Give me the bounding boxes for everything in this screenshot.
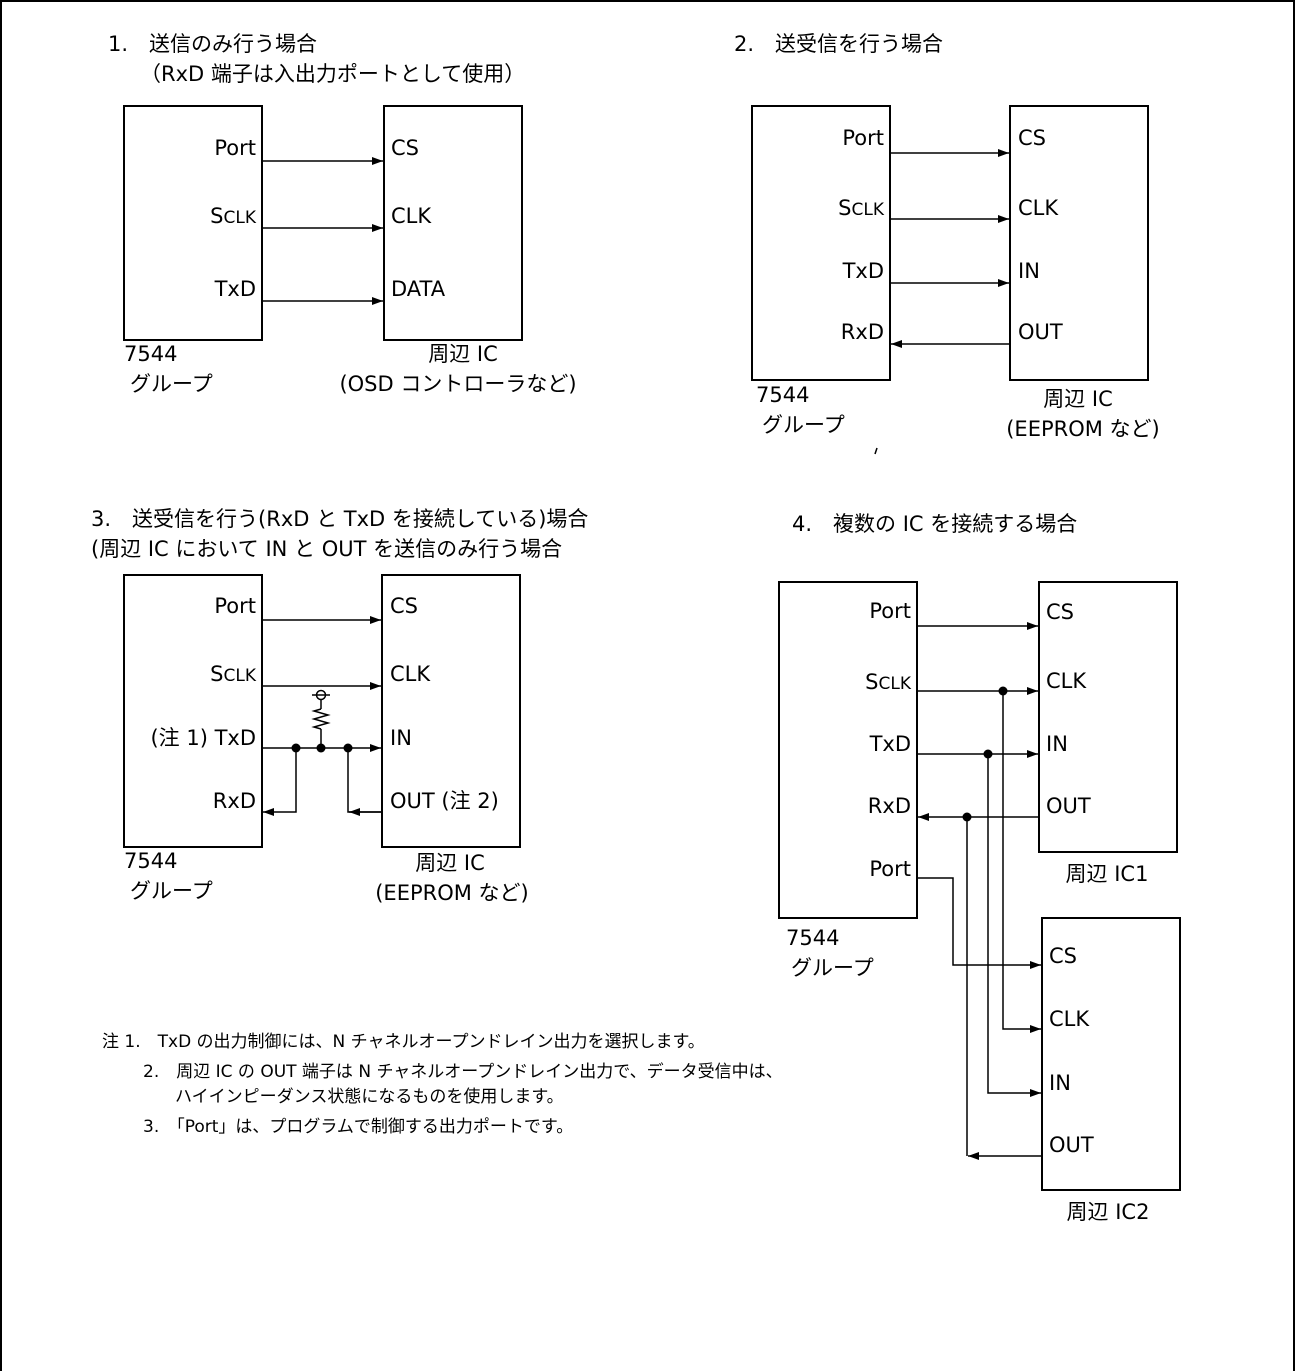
pin-label-sclk-sub: CLK — [224, 666, 257, 686]
diagram-2-heading: 2. 送受信を行う場合 — [734, 32, 943, 56]
wire-bus-out — [347, 748, 382, 813]
mcu-block — [751, 105, 891, 381]
pin-label-sclk-s: S — [210, 204, 223, 228]
ic1-name: 周辺 IC1 — [1066, 862, 1149, 886]
pin-label-sclk-sub: CLK — [224, 208, 257, 228]
junction-dot — [998, 686, 1008, 696]
note-3: 3. 「Port」は、プログラムで制御する出力ポートです。 — [143, 1117, 573, 1137]
mcu-name-line2: グループ — [791, 956, 874, 980]
wire-port2-cs2 — [917, 877, 1041, 969]
ic2-pin-clk: CLK — [1049, 1007, 1090, 1031]
notes: 注 1. TxD の出力制御には、N チャネルオープンドレイン出力を選択します。… — [102, 1032, 783, 1137]
diagram-3-subheading: (周辺 IC において IN と OUT を送信のみ行う場合 — [91, 537, 562, 561]
ic-name-line2: (OSD コントローラなど) — [339, 372, 576, 396]
ic-name-line2: (EEPROM など) — [1006, 417, 1160, 441]
pin-label-port: Port — [842, 126, 884, 150]
ic1-pin-cs: CS — [1046, 600, 1074, 624]
resistor-zigzag — [311, 708, 331, 730]
ic1-pin-in: IN — [1046, 732, 1068, 756]
ic-name-line1: 周辺 IC — [428, 342, 498, 366]
diagram-4-heading: 4. 複数の IC を接続する場合 — [792, 512, 1077, 536]
pin-label-sclk: SCLK — [210, 662, 257, 686]
ic-name-line2: (EEPROM など) — [375, 881, 529, 905]
pin-label-sclk-sub: CLK — [852, 200, 885, 220]
pin-label-port: Port — [214, 136, 256, 160]
pin-label-port: Port — [214, 594, 256, 618]
pin-label-sclk-s: S — [210, 662, 223, 686]
mcu-name-line1: 7544 — [786, 926, 839, 950]
pin-label-sclk: SCLK — [865, 670, 912, 694]
pin-label-txd: TxD — [869, 732, 911, 756]
pin-label-clk: CLK — [391, 204, 432, 228]
pin-label-out: OUT (注 2) — [390, 789, 499, 813]
ic2-pin-in: IN — [1049, 1071, 1071, 1095]
diagram-1-subheading: （RxD 端子は入出力ポートとして使用） — [140, 62, 525, 86]
pin-label-sclk-s: S — [865, 670, 878, 694]
mcu-name-line2: グループ — [130, 372, 213, 396]
wire-sclk-clk2 — [1002, 691, 1041, 1033]
junction-dot — [343, 743, 353, 753]
diagram-1-heading: 1. 送信のみ行う場合 — [108, 32, 317, 56]
pin-label-rxd: RxD — [841, 320, 884, 344]
pin-label-cs: CS — [1018, 126, 1046, 150]
stray-tick — [874, 447, 878, 455]
pin-label-clk: CLK — [390, 662, 431, 686]
pin-label-txd: (注 1) TxD — [150, 726, 256, 750]
pin-label-port2: Port — [869, 857, 911, 881]
mcu-name-line2: グループ — [130, 879, 213, 903]
note-1: 注 1. TxD の出力制御には、N チャネルオープンドレイン出力を選択します。 — [102, 1032, 705, 1052]
mcu-block — [123, 574, 263, 848]
peripheral-ic-block — [381, 574, 521, 848]
peripheral-ic-block — [383, 105, 523, 341]
pin-label-sclk-s: S — [838, 196, 851, 220]
note-2: 2. 周辺 IC の OUT 端子は N チャネルオープンドレイン出力で、データ… — [143, 1061, 783, 1082]
mcu-name-line1: 7544 — [124, 849, 177, 873]
ic2-pin-cs: CS — [1049, 944, 1077, 968]
pin-label-txd: TxD — [842, 259, 884, 283]
mcu-name-line1: 7544 — [756, 383, 809, 407]
pin-label-data: DATA — [391, 277, 446, 301]
ic2-name: 周辺 IC2 — [1067, 1200, 1150, 1224]
pin-label-in: IN — [1018, 259, 1040, 283]
pin-label-sclk: SCLK — [838, 196, 885, 220]
pin-label-out: OUT — [1018, 320, 1063, 344]
pin-label-sclk: SCLK — [210, 204, 257, 228]
pin-label-txd: TxD — [214, 277, 256, 301]
pull-up-resistor — [311, 689, 331, 748]
pin-label-cs: CS — [390, 594, 418, 618]
pin-label-clk: CLK — [1018, 196, 1059, 220]
note-2-cont: ハイインピーダンス状態になるものを使用します。 — [175, 1086, 564, 1107]
junction-dot — [983, 749, 993, 759]
pin-label-rxd: RxD — [213, 789, 256, 813]
wire-txd-in2 — [987, 754, 1041, 1097]
mcu-block — [123, 105, 263, 341]
mcu-block — [778, 581, 918, 919]
pin-label-sclk-sub: CLK — [879, 674, 912, 694]
ic-name-line1: 周辺 IC — [415, 851, 485, 875]
pin-label-cs: CS — [391, 136, 419, 160]
mcu-name-line2: グループ — [762, 413, 845, 437]
junction-dot — [962, 812, 972, 822]
peripheral-ic2-block — [1041, 917, 1181, 1191]
peripheral-ic1-block — [1038, 581, 1178, 853]
ic-name-line1: 周辺 IC — [1043, 387, 1113, 411]
pin-label-rxd: RxD — [868, 794, 911, 818]
ic2-pin-out: OUT — [1049, 1133, 1094, 1157]
diagram-1: 1. 送信のみ行う場合 （RxD 端子は入出力ポートとして使用） Port SC… — [108, 32, 577, 396]
diagram-4: 4. 複数の IC を接続する場合 Port SCLK TxD RxD Port… — [778, 512, 1181, 1224]
ic1-pin-clk: CLK — [1046, 669, 1087, 693]
pin-label-port: Port — [869, 599, 911, 623]
peripheral-ic-block — [1009, 105, 1149, 381]
diagram-3: 3. 送受信を行う(RxD と TxD を接続している)場合 (周辺 IC にお… — [91, 507, 588, 905]
wire-bus-rxd — [263, 748, 297, 816]
diagram-3-heading: 3. 送受信を行う(RxD と TxD を接続している)場合 — [91, 507, 588, 531]
ic1-pin-out: OUT — [1046, 794, 1091, 818]
junction-dot — [291, 743, 301, 753]
mcu-name-line1: 7544 — [124, 342, 177, 366]
pin-label-in: IN — [390, 726, 412, 750]
diagram-2: 2. 送受信を行う場合 Port SCLK TxD RxD CS CLK IN … — [734, 32, 1160, 441]
